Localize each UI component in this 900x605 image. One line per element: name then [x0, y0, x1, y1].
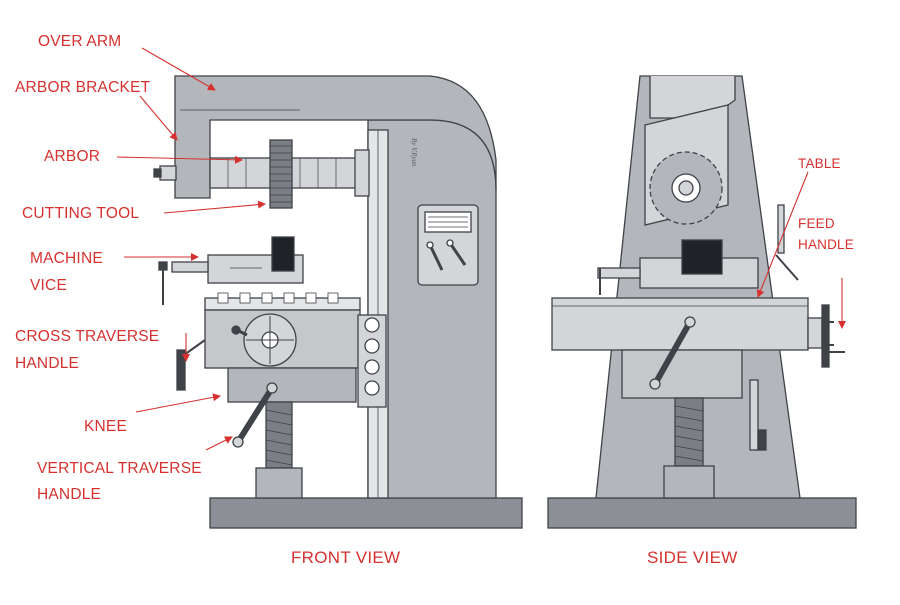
front-lift-screw [265, 401, 293, 469]
side-lift-screw [674, 397, 704, 467]
front-vertical-crank [235, 386, 275, 444]
side-view [547, 75, 857, 529]
label-arbor-bracket: ARBOR BRACKET [15, 79, 151, 96]
label-vertical-traverse-line1: VERTICAL TRAVERSE [37, 460, 202, 477]
side-feed-handle [807, 317, 823, 349]
label-vertical-traverse-line2: HANDLE [37, 486, 102, 503]
front-over-arm [174, 75, 497, 199]
label-arbor: ARBOR [44, 148, 101, 165]
label-table: TABLE [798, 156, 841, 171]
label-feed-handle-line2: HANDLE [798, 237, 854, 252]
front-knee [227, 367, 357, 403]
label-arrows [116, 47, 846, 451]
label-cross-traverse-line1: CROSS TRAVERSE [15, 328, 160, 345]
caption-front-view: FRONT VIEW [291, 548, 401, 567]
front-view [153, 75, 523, 529]
side-base [547, 497, 857, 529]
side-knee [621, 349, 743, 399]
label-feed-handle-line1: FEED [798, 216, 835, 231]
front-base [209, 497, 523, 529]
label-knee: KNEE [84, 418, 128, 435]
label-cross-traverse-line2: HANDLE [15, 355, 80, 372]
caption-side-view: SIDE VIEW [647, 548, 738, 567]
label-machine-vice-line1: MACHINE [30, 250, 103, 267]
label-machine-vice-line2: VICE [30, 277, 67, 294]
label-over-arm: OVER ARM [38, 33, 122, 50]
author-signature: By V.Ryan [410, 138, 418, 167]
label-cutting-tool: CUTTING TOOL [22, 205, 140, 222]
